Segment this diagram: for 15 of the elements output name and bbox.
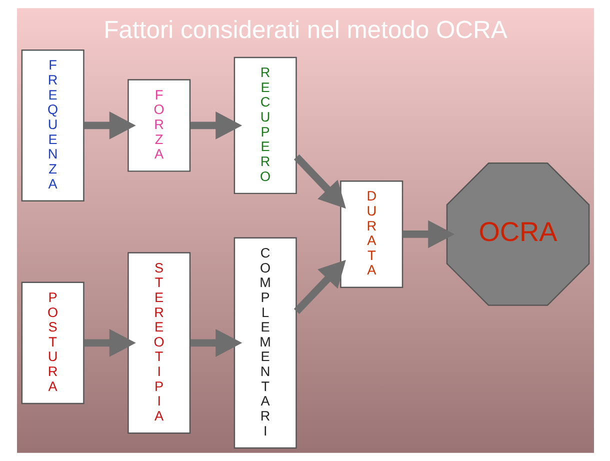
arrow xyxy=(190,329,242,357)
node-box: FORZA xyxy=(127,79,190,172)
node-box: RECUPERO xyxy=(233,56,296,194)
arrow xyxy=(293,260,346,314)
node-box: DURATA xyxy=(340,180,403,288)
node-box: POSTURA xyxy=(20,282,84,404)
diagram-title: Fattori considerati nel metodo OCRA xyxy=(103,16,507,44)
arrow xyxy=(293,154,346,209)
arrow xyxy=(402,220,454,248)
arrow xyxy=(84,112,136,140)
node-box: FREQUENZA xyxy=(20,50,84,202)
node-box: STEREOTIPIA xyxy=(127,252,190,434)
node-box: COMPLEMENTARI xyxy=(233,237,296,449)
arrow xyxy=(84,329,136,357)
arrow xyxy=(190,112,242,140)
